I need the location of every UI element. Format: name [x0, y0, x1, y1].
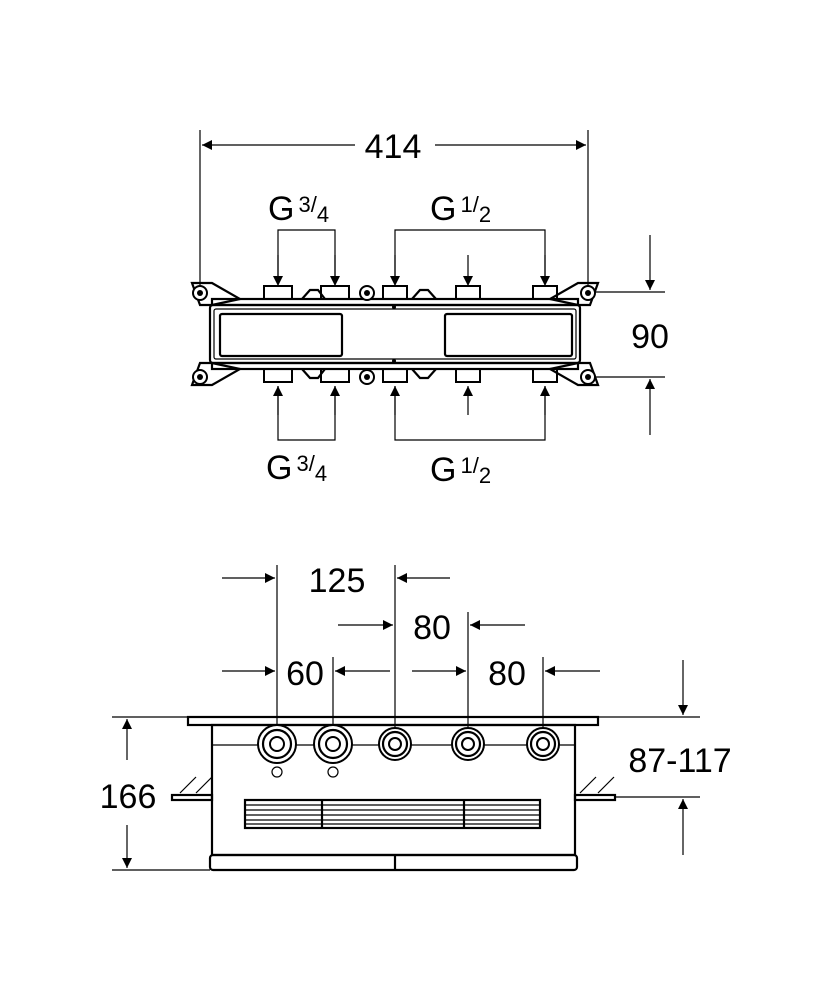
height-dimension: 166 — [100, 719, 210, 871]
valve-body-top — [190, 281, 600, 387]
dim-125-label: 125 — [309, 562, 366, 600]
install-depth-label: 87-117 — [628, 742, 731, 780]
depth-dimension: 90 — [595, 235, 669, 435]
front-view: 125 80 60 80 — [100, 562, 732, 872]
valve-body-front — [112, 715, 700, 872]
height-label: 166 — [100, 778, 157, 816]
depth-label: 90 — [631, 318, 669, 356]
width-label: 414 — [365, 128, 422, 166]
dim-80-lower-label: 80 — [488, 655, 526, 693]
spacing-dimensions: 125 80 60 80 — [222, 562, 600, 735]
width-dimension: 414 — [199, 128, 589, 292]
install-depth-dimension: 87-117 — [615, 660, 732, 855]
dim-80-upper-label: 80 — [413, 609, 451, 647]
dim-60-label: 60 — [286, 655, 324, 693]
